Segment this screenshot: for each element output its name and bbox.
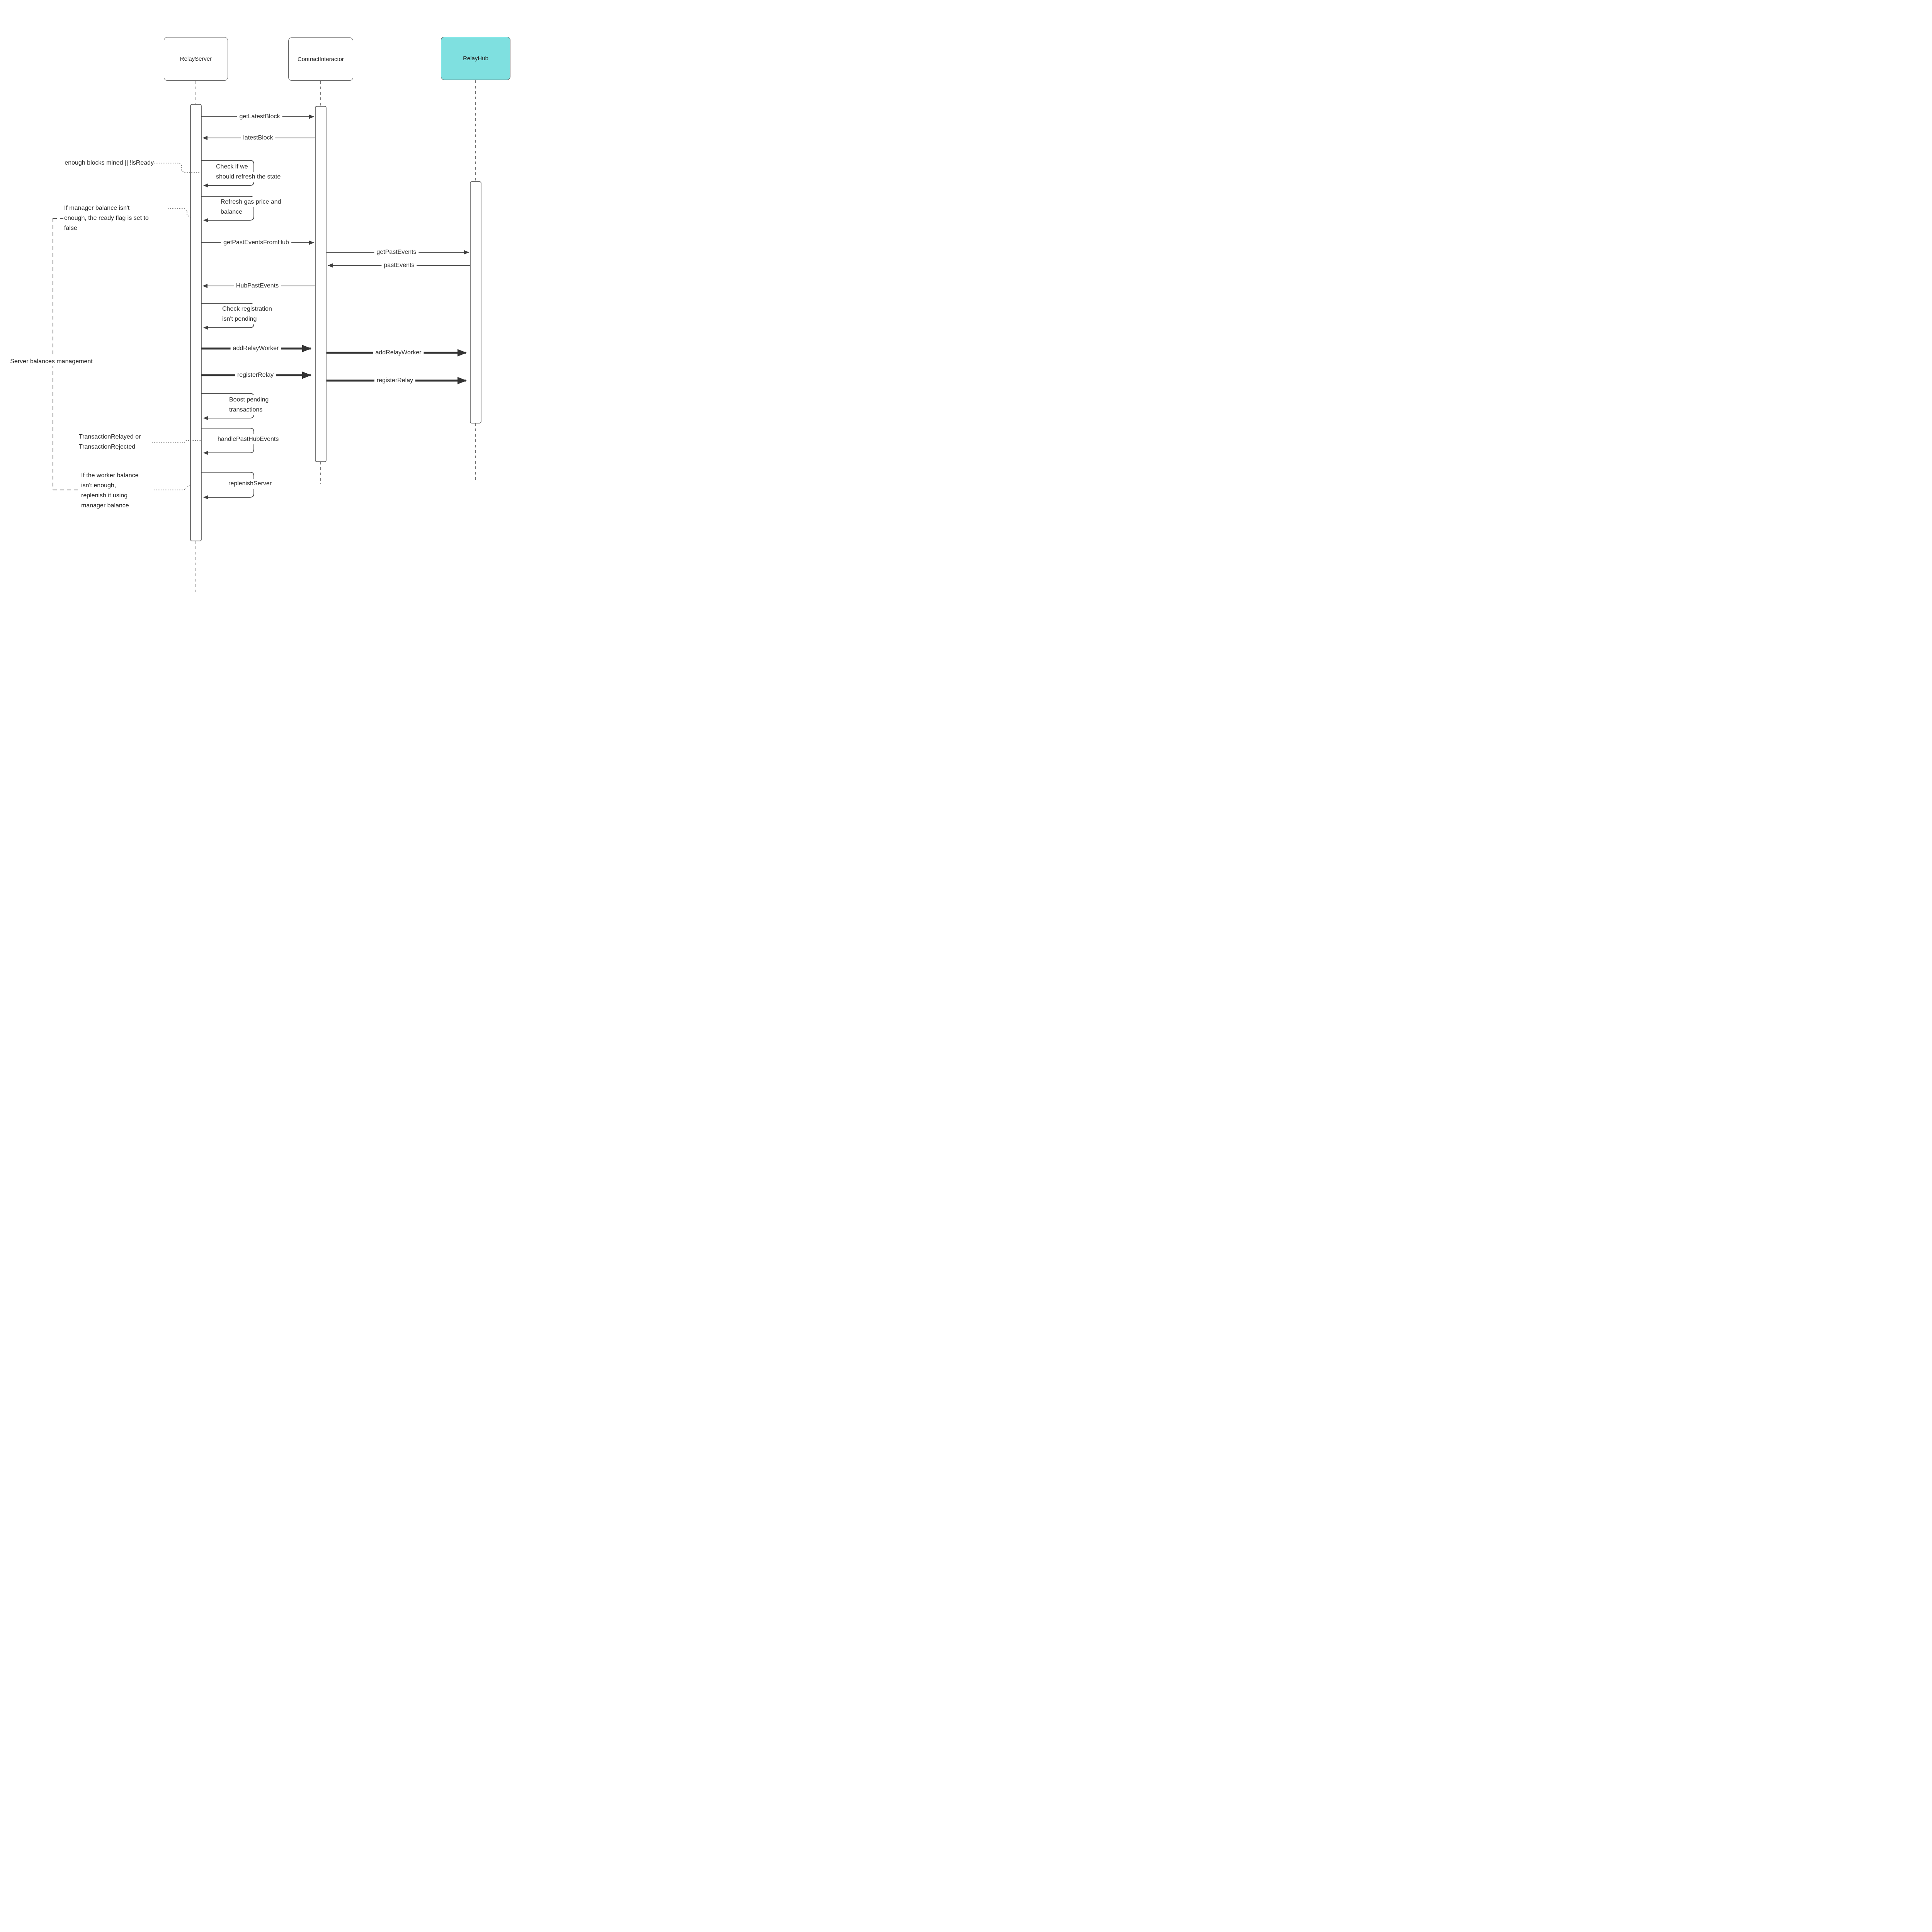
self-message-line: replenishServer [227,479,273,489]
activation-bars [190,104,481,541]
actor-relayhub-label: RelayHub [463,55,488,62]
message-label-registerrelay-1: registerRelay [235,371,276,379]
leader-enough-blocks [154,163,200,173]
diagram-lines-layer [53,80,481,592]
message-label-addrelayworker-2: addRelayWorker [373,349,424,357]
leader-transaction-relayed [152,440,201,443]
self-message-line: transactions [228,405,264,415]
message-label-getlatestblock: getLatestBlock [237,113,282,121]
message-label-registerrelay-2: registerRelay [374,377,416,384]
activation-relayhub [470,181,481,423]
message-label-pastevents: pastEvents [381,262,417,269]
actor-contractinteractor-label: ContractInteractor [297,56,344,63]
activation-contractinteractor [315,106,327,462]
note-line: replenish it using [81,492,128,499]
leader-worker-balance [154,485,190,490]
actor-relayserver: RelayServer [164,37,228,81]
self-message-line: balance [219,207,244,217]
self-message-refresh-gas: Refresh gas price and balance [219,197,282,217]
note-line: enough, the ready flag is set to [64,215,149,221]
self-message-line: Refresh gas price and [219,197,282,207]
message-label-hubpastevents: HubPastEvents [233,282,281,290]
self-message-check-registration: Check registration isn't pending [221,304,273,324]
self-arrow-refresh-gas [201,196,254,223]
note-line: If the worker balance [81,472,139,479]
note-line: TransactionRejected [79,444,136,450]
note-transaction-relayed: TransactionRelayed or TransactionRejecte… [79,432,141,452]
note-enough-blocks: enough blocks mined || !isReady [46,158,154,168]
self-message-boost-pending: Boost pending transactions [228,395,270,415]
actor-contractinteractor: ContractInteractor [288,37,353,81]
actor-relayserver-label: RelayServer [180,56,212,62]
message-label-getpastevents: getPastEvents [374,248,419,256]
sequence-diagram: RelayServer ContractInteractor RelayHub … [0,0,591,611]
note-line: TransactionRelayed or [79,434,141,440]
note-manager-balance: If manager balance isn't enough, the rea… [64,203,149,233]
lifelines [196,80,476,592]
note-line: manager balance [81,502,129,509]
grouping-bracket [53,218,80,490]
annotation-leaders [152,163,201,490]
leader-manager-balance [168,208,190,218]
self-message-handlepasthubevents: handlePastHubEvents [216,434,280,444]
activation-relayserver [190,104,202,541]
message-label-getpasteventsfromhub: getPastEventsFromHub [221,239,291,247]
self-message-line: Boost pending [228,395,270,405]
self-message-line: isn't pending [221,314,258,324]
self-message-line: Check if we [215,162,249,172]
note-line: enough blocks mined || !isReady [65,160,154,166]
note-worker-balance: If the worker balance isn't enough, repl… [81,471,139,511]
self-message-check-refresh: Check if we should refresh the state [215,162,282,182]
actor-relayhub: RelayHub [441,37,510,80]
self-message-replenishserver: replenishServer [227,479,273,489]
bracket-label: Server balances management [7,357,95,366]
note-line: false [64,225,77,231]
message-label-latestblock: latestBlock [241,134,276,142]
self-message-line: Check registration [221,304,273,314]
note-line: If manager balance isn't [64,205,130,211]
message-label-addrelayworker-1: addRelayWorker [230,345,281,352]
self-message-line: handlePastHubEvents [216,434,280,444]
note-line: isn't enough, [81,482,116,489]
self-message-line: should refresh the state [215,172,282,182]
